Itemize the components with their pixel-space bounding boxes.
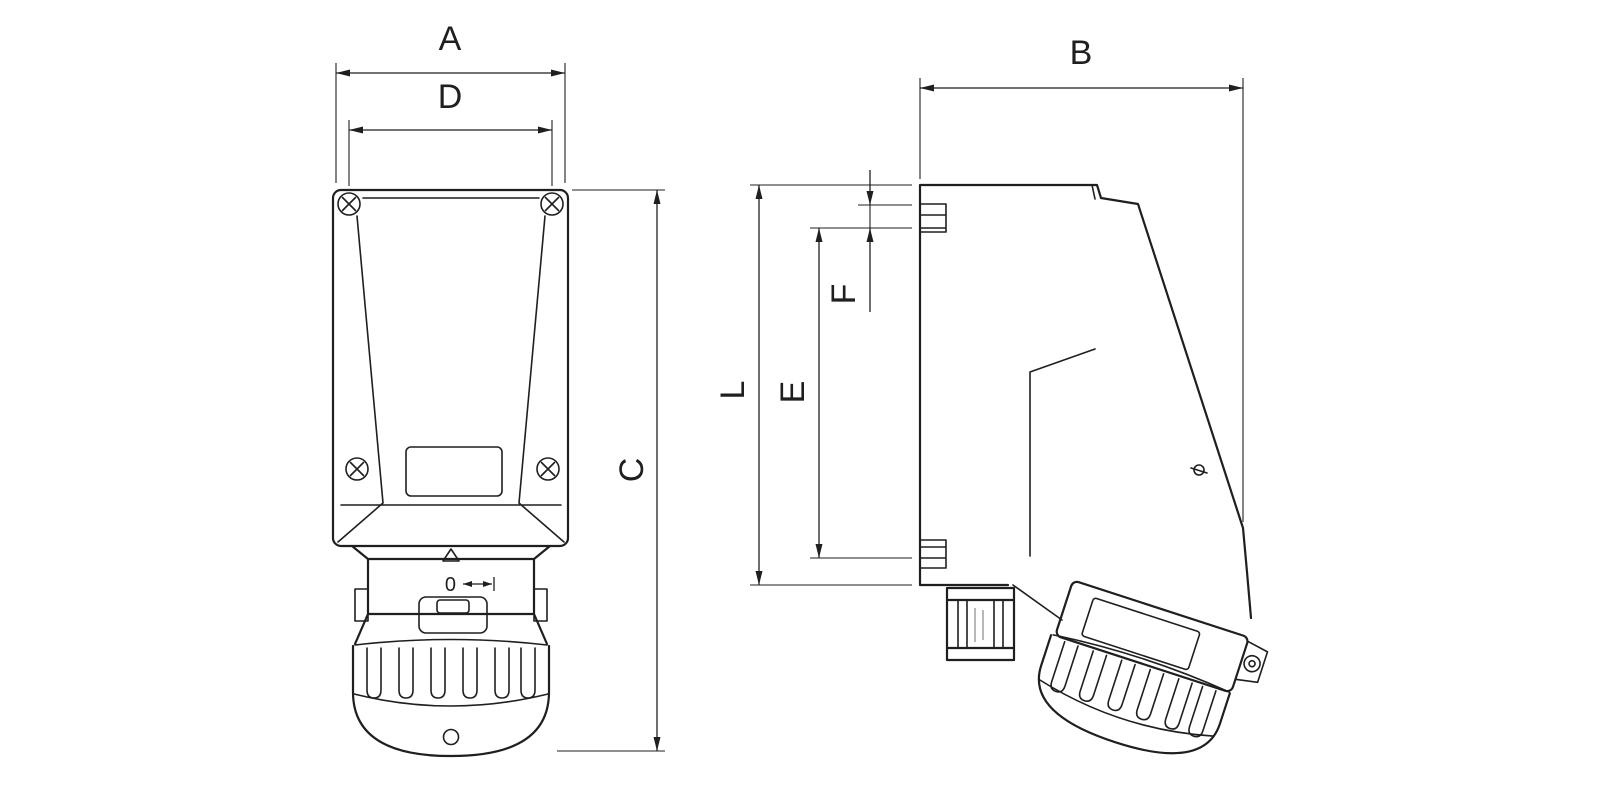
dimension-l: L	[714, 184, 912, 586]
mounting-tab-bottom	[919, 539, 947, 569]
screw-bottom-left	[345, 457, 369, 481]
latch	[418, 596, 488, 634]
dim-c-label: C	[613, 458, 651, 483]
side-body	[918, 183, 1253, 621]
socket-ring-grip-slots	[1050, 640, 1217, 738]
side-view: B L E F	[714, 34, 1269, 755]
ring-top-edge	[354, 638, 548, 646]
dimension-a: A	[335, 20, 566, 183]
gland-marking-lines	[974, 608, 984, 642]
latch-inner	[436, 599, 470, 614]
dim-b-label: B	[1070, 34, 1093, 72]
dim-f-label: F	[825, 284, 863, 305]
dim-b-extension-lines	[919, 78, 1244, 522]
gland-frame	[945, 586, 1016, 662]
socket-ring-band-bottom	[1038, 679, 1214, 737]
screw-top-right	[540, 192, 564, 216]
cap-hole	[442, 728, 460, 746]
screw-circle	[337, 192, 361, 216]
dimension-d: D	[348, 78, 553, 186]
front-face-lines	[337, 197, 565, 543]
cover-screw-tick	[1190, 467, 1208, 474]
screw-bottom-right	[536, 457, 560, 481]
socket-ring-top-edge	[1052, 634, 1230, 693]
screw-cross	[540, 461, 556, 477]
front-view: A D C	[331, 20, 665, 758]
gland-ribs	[957, 599, 1004, 649]
cable-gland	[945, 586, 1016, 662]
front-locking-ring	[351, 638, 551, 758]
front-body-outline	[331, 188, 570, 548]
zero-label: 0	[445, 574, 456, 596]
dim-l-label: L	[714, 381, 752, 400]
front-body	[331, 188, 570, 548]
screw-cross	[349, 461, 365, 477]
collar-side-ears	[354, 588, 548, 622]
socket-label-plate	[1081, 597, 1201, 671]
dimension-b: B	[919, 34, 1244, 522]
side-body-inner-lines	[1012, 184, 1096, 621]
dim-d-label: D	[438, 78, 463, 116]
dimension-f: F	[825, 170, 912, 312]
mounting-tab-top	[919, 203, 947, 233]
dim-a-extension-lines	[335, 63, 566, 183]
ring-band-bottom	[353, 693, 549, 707]
hinge-lug	[1234, 640, 1269, 684]
screw-top-left	[337, 192, 361, 216]
screw-cross	[341, 196, 357, 212]
hinge-lug-hole	[1243, 654, 1261, 673]
index-triangle	[442, 548, 460, 562]
dimension-c: C	[557, 189, 665, 752]
ring-outline	[351, 644, 551, 758]
socket-outlet	[1037, 580, 1269, 755]
socket-collar	[1055, 580, 1249, 693]
screw-circle	[540, 192, 564, 216]
collar-outline	[350, 544, 552, 646]
ring-grip-slots	[366, 647, 536, 699]
dim-f-extension-lines	[858, 204, 912, 228]
front-collar: 0	[350, 544, 552, 646]
screw-cross	[544, 196, 560, 212]
zero-indicator: 0	[445, 574, 495, 596]
screw-circle	[345, 457, 369, 481]
hinge-lug-pin	[1248, 659, 1256, 668]
screw-circle	[536, 457, 560, 481]
side-body-outline	[918, 183, 1253, 620]
rating-plate	[405, 446, 503, 497]
socket-ring-outline	[1037, 634, 1231, 755]
dimension-e: E	[774, 227, 912, 559]
dim-a-label: A	[439, 20, 462, 58]
dim-c-extension-lines	[557, 189, 665, 752]
cover-screw	[1193, 464, 1205, 476]
dim-e-label: E	[774, 381, 812, 404]
dim-e-extension-lines	[810, 227, 912, 559]
dim-l-extension-lines	[750, 184, 912, 586]
